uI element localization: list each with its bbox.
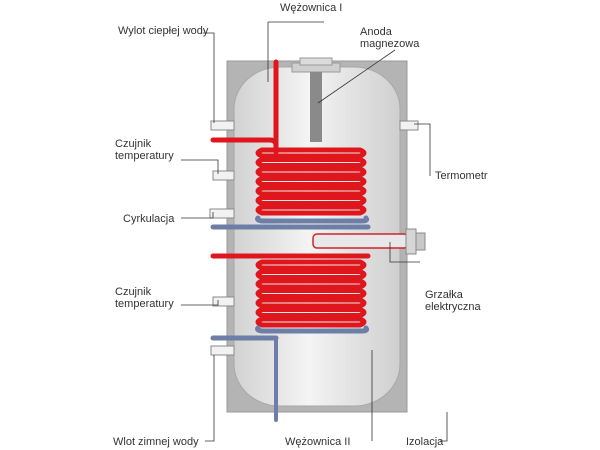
hot-water-outlet-pipe — [210, 120, 235, 131]
cold-water-inlet-pipe — [210, 345, 235, 356]
coil-turn — [255, 316, 367, 328]
thermometer-stub — [399, 120, 419, 131]
label-line: temperatury — [115, 150, 174, 162]
coil-1 — [210, 59, 371, 230]
coil-turn — [255, 185, 367, 197]
circulation-pipe — [209, 208, 235, 219]
coil-turn — [255, 307, 367, 318]
label-line: Grzałka — [425, 289, 464, 301]
label-circulation: Cyrkulacja — [123, 213, 175, 225]
label-thermometer: Termometr — [435, 170, 488, 182]
coil-turn — [255, 288, 367, 299]
coil-turn — [255, 176, 367, 187]
label-insulation: Izolacja — [406, 436, 444, 448]
coil-2 — [210, 253, 371, 422]
coil-turn — [255, 204, 367, 216]
anode-cap-top — [299, 57, 333, 66]
coil-turn — [255, 166, 367, 178]
coil-turn — [255, 269, 367, 280]
coil-turn — [255, 278, 367, 290]
coil-turn — [255, 259, 367, 271]
label-coil-2: Wężownica II — [285, 436, 350, 448]
electric-heater-flange — [405, 228, 417, 255]
label-line: Anoda — [360, 26, 393, 38]
label-line: magnezowa — [360, 38, 420, 50]
electric-heater-rod — [312, 233, 409, 249]
label-hot-water-outlet: Wylot ciepłej wody — [118, 25, 209, 37]
coil-turn — [255, 297, 367, 309]
leader-lines — [181, 21, 448, 442]
electric-heater-head — [415, 232, 426, 251]
coil-turn — [255, 147, 367, 159]
coil-turn — [255, 195, 367, 206]
temp-sensor-bottom-pipe — [212, 296, 235, 307]
label-line: Czujnik — [115, 286, 152, 298]
temp-sensor-top-pipe — [212, 170, 235, 181]
label-line: Czujnik — [115, 138, 152, 150]
coil-turn — [255, 157, 367, 168]
magnesium-anode-rod — [310, 72, 322, 142]
label-line: temperatury — [115, 298, 174, 310]
label-cold-water-inlet: Wlot zimnej wody — [113, 436, 199, 448]
label-coil-1: Wężownica I — [280, 2, 342, 14]
label-line: elektryczna — [425, 301, 482, 313]
